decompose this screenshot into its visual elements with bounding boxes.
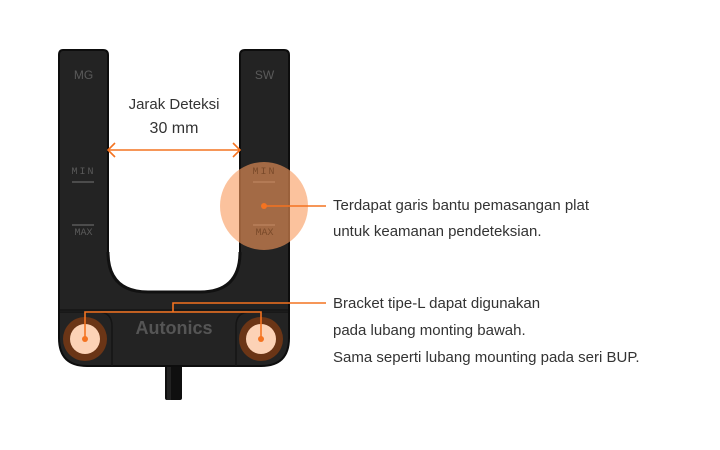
bracket-callout-line-3: Sama seperti lubang mounting pada seri B… xyxy=(333,349,640,366)
bracket-callout-line-2: pada lubang monting bawah. xyxy=(333,322,526,339)
bracket-callout-line-1: Bracket tipe-L dapat digunakan xyxy=(333,295,541,312)
left-min-label: MIN xyxy=(71,167,96,178)
guide-callout-line-1: Terdapat garis bantu pemasangan plat xyxy=(333,197,590,214)
detection-distance-title: Jarak Deteksi xyxy=(128,96,220,113)
bracket-callout-leader xyxy=(84,302,326,339)
brand-logo: Autonics xyxy=(135,318,213,338)
left-hole-dot xyxy=(82,336,88,342)
guide-callout-line-2: untuk keamanan pendeteksian. xyxy=(333,223,542,240)
cable xyxy=(165,362,182,400)
left-markings xyxy=(72,181,94,226)
left-max-label: MAX xyxy=(74,228,93,239)
guide-callout-leader xyxy=(261,203,326,209)
right-max-label: MAX xyxy=(255,228,274,239)
right-hole-dot xyxy=(258,336,264,342)
left-arm-label: MG xyxy=(73,68,94,82)
detection-distance-value: 30 mm xyxy=(149,120,199,137)
right-min-label: MIN xyxy=(252,167,277,178)
detection-distance-arrow xyxy=(106,142,242,158)
right-arm-label: SW xyxy=(254,68,275,82)
